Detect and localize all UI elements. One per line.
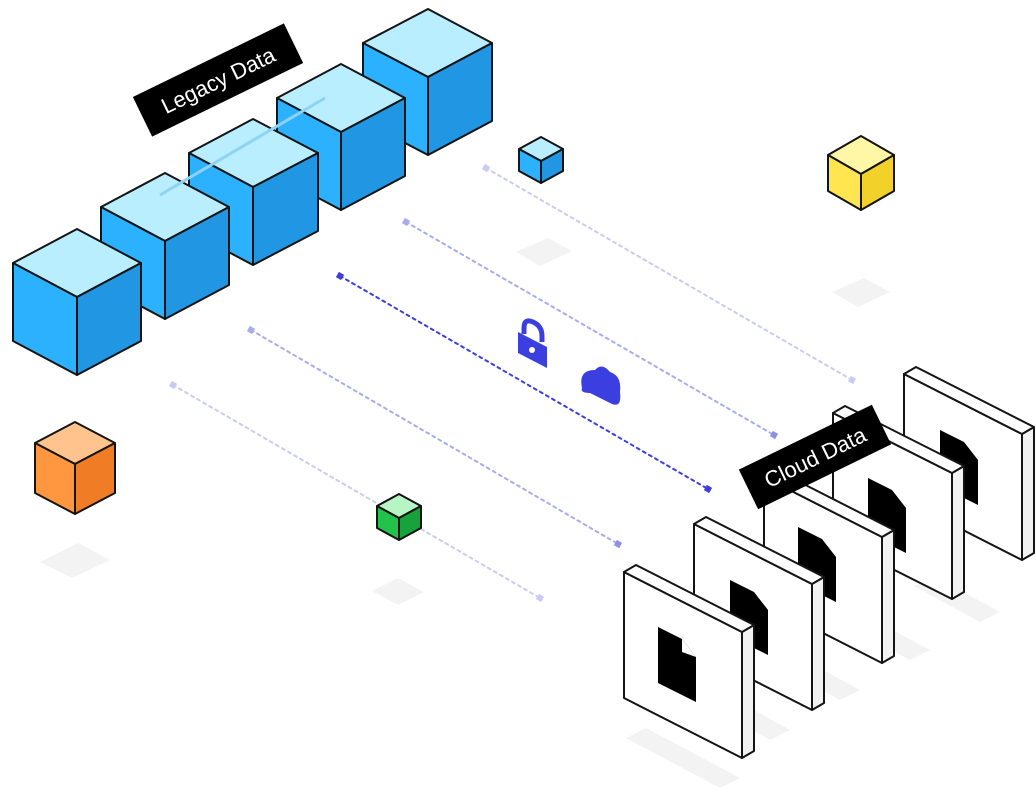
lock-shackle [521, 318, 545, 342]
connector-endpoint [535, 593, 545, 603]
connector-endpoint [481, 163, 491, 173]
lock-icon [518, 318, 547, 368]
floor-shadow [40, 543, 110, 578]
floor-shadow [832, 278, 890, 307]
floor-shadow [372, 578, 424, 605]
connector-endpoint [246, 325, 256, 335]
connector-endpoint [168, 380, 178, 390]
cube-right [540, 148, 564, 184]
cube-right [164, 206, 230, 320]
file-fold [682, 639, 696, 657]
orange-cube [34, 421, 116, 515]
panel-side [881, 529, 895, 664]
connectors [172, 167, 853, 599]
connector-line [250, 329, 619, 545]
blue-small-cube [518, 136, 564, 184]
panel-side [951, 465, 965, 600]
cloud-data-label-bg [738, 404, 892, 510]
yellow-cube [827, 135, 895, 211]
floor-shadow [626, 728, 740, 788]
connector-endpoint [613, 539, 623, 549]
cloud-shape [581, 366, 621, 405]
connector-endpoint [335, 271, 345, 281]
connector-line [339, 275, 709, 490]
cube-right [340, 97, 406, 211]
connector-endpoint [847, 375, 857, 385]
cube-right [76, 262, 142, 376]
green-cube [376, 493, 422, 541]
connector-endpoints [168, 163, 857, 603]
connector-endpoint [703, 484, 713, 494]
cube-highlight [159, 96, 326, 197]
connector-line [172, 384, 541, 599]
connector-endpoint [401, 217, 411, 227]
panel-top [693, 516, 825, 585]
small-cubes [34, 135, 895, 541]
panel-top [903, 366, 1035, 435]
cloud-data-panels [623, 366, 1035, 759]
cube-right [398, 505, 422, 541]
cloud-panel [623, 564, 755, 759]
floor-shadow [516, 238, 572, 266]
connector-line [405, 221, 775, 436]
cloud-icon [581, 366, 621, 405]
cube-right [427, 42, 493, 156]
cube-right [860, 154, 895, 211]
legacy-data-cubes [12, 8, 493, 376]
panel-side [811, 576, 825, 711]
connector-line [485, 167, 853, 381]
lock-keyhole [529, 347, 535, 353]
connector-endpoint [769, 430, 779, 440]
cube-right [74, 442, 116, 515]
legacy-data-label-bg [132, 23, 304, 137]
panel-side [741, 624, 755, 759]
cube-right [252, 152, 319, 266]
panel-top [623, 564, 755, 633]
panel-side [1021, 426, 1035, 561]
legacy-cube [12, 228, 142, 376]
